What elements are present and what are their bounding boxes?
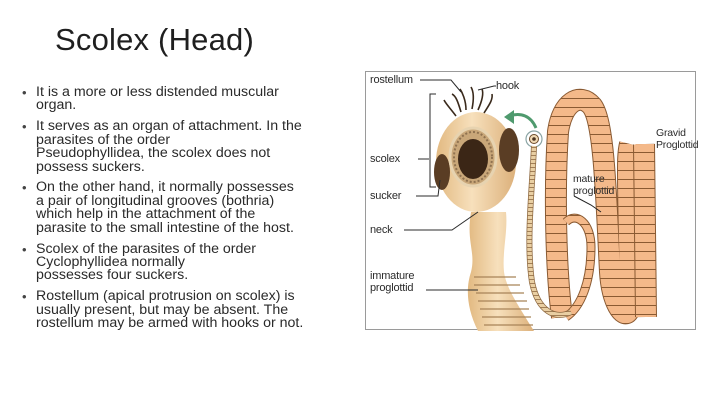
leader-lines <box>404 79 602 291</box>
bullet-text: Scolex of the parasites of the order Cyc… <box>36 240 257 284</box>
bullet-item: • Scolex of the parasites of the order Cy… <box>20 240 360 284</box>
bullet-dot-icon: • <box>22 119 27 135</box>
bullet-text: Rostellum (apical protrusion on scolex) … <box>36 288 304 332</box>
bullet-dot-icon: • <box>22 85 27 100</box>
label-scolex: scolex <box>370 153 400 165</box>
bullet-item: • On the other hand, it normally possesse… <box>20 179 360 236</box>
bullet-dot-icon: • <box>22 180 27 196</box>
bullet-dot-icon: • <box>22 241 27 257</box>
bullet-item: • It is a more or less distended muscular… <box>20 84 360 114</box>
bullet-text: On the other hand, it normally possesses… <box>36 179 294 236</box>
strobila-loops <box>544 88 657 325</box>
bullet-list: • It is a more or less distended muscular… <box>20 84 360 338</box>
scolex-body <box>434 86 534 331</box>
label-hook: hook <box>496 80 520 92</box>
tapeworm-illustration <box>404 79 657 331</box>
slide-title: Scolex (Head) <box>55 22 255 57</box>
label-mature-proglottid: mature proglottid <box>573 173 615 197</box>
label-neck: neck <box>370 224 393 236</box>
bullet-dot-icon: • <box>22 289 27 305</box>
label-sucker: sucker <box>370 190 402 202</box>
bullet-item: • It serves as an organ of attachment. In… <box>20 118 360 175</box>
mini-worm <box>525 130 573 318</box>
bullet-text: It serves as an organ of attachment. In … <box>36 118 302 175</box>
bullet-item: • Rostellum (apical protrusion on scolex)… <box>20 288 360 332</box>
bullet-text: It is a more or less distended muscular … <box>36 84 279 114</box>
tapeworm-diagram: rostellum hook scolex sucker neck immatu… <box>365 71 699 331</box>
label-immature-proglottid: immature proglottid <box>370 270 415 294</box>
label-rostellum: rostellum <box>370 74 413 86</box>
label-gravid-proglottid: Gravid Proglottid <box>656 127 699 151</box>
